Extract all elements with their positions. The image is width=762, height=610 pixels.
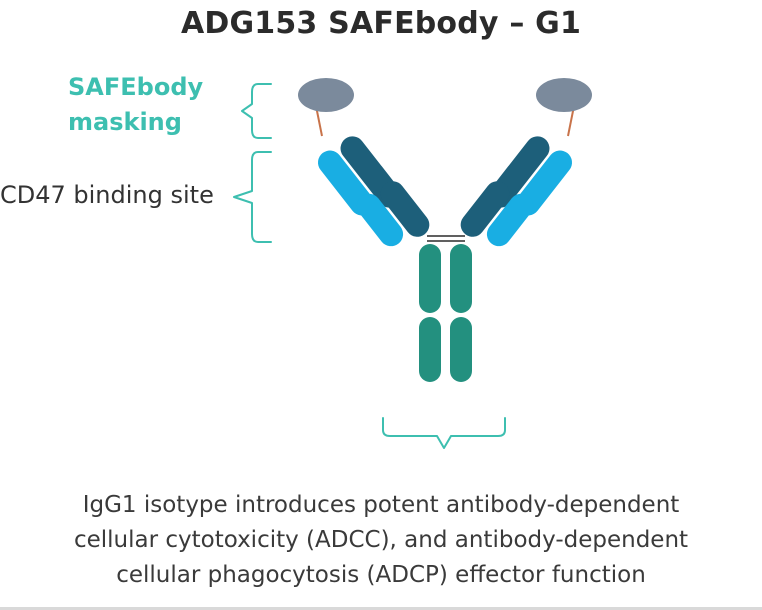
- fc-ch2-left: [419, 244, 441, 313]
- masking-bracket: [241, 83, 272, 139]
- fc-ch2-right: [450, 244, 472, 313]
- right-safebody-mask: [536, 78, 592, 112]
- effector-function-caption: IgG1 isotype introduces potent antibody-…: [0, 488, 762, 593]
- left-light-chain-cl: [356, 193, 404, 247]
- caption-line3: cellular phagocytosis (ADCP) effector fu…: [116, 562, 646, 588]
- binding-site-bracket: [233, 151, 272, 243]
- fc-ch3-left: [419, 317, 441, 382]
- caption-line2: cellular cytotoxicity (ADCC), and antibo…: [73, 527, 689, 553]
- bottom-divider: [0, 607, 762, 610]
- left-heavy-chain-ch1: [380, 181, 430, 237]
- right-fab-arm: [460, 136, 573, 247]
- right-light-chain-cl: [486, 193, 534, 247]
- safebody-masking-label-line1: SAFEbody: [68, 73, 204, 101]
- fc-region: [419, 244, 472, 382]
- cd47-binding-site-label: CD47 binding site: [0, 181, 214, 209]
- safebody-masking-label: SAFEbody masking: [68, 70, 203, 140]
- hinge-region: [427, 235, 465, 242]
- diagram-title: ADG153 SAFEbody – G1: [180, 6, 582, 41]
- fc-bracket: [382, 417, 506, 449]
- safebody-masking-label-line2: masking: [68, 108, 182, 136]
- fc-ch3-right: [450, 317, 472, 382]
- caption-line1: IgG1 isotype introduces potent antibody-…: [82, 492, 680, 518]
- right-heavy-chain-ch1: [460, 181, 510, 237]
- left-safebody-mask: [298, 78, 354, 112]
- left-fab-arm: [317, 136, 430, 247]
